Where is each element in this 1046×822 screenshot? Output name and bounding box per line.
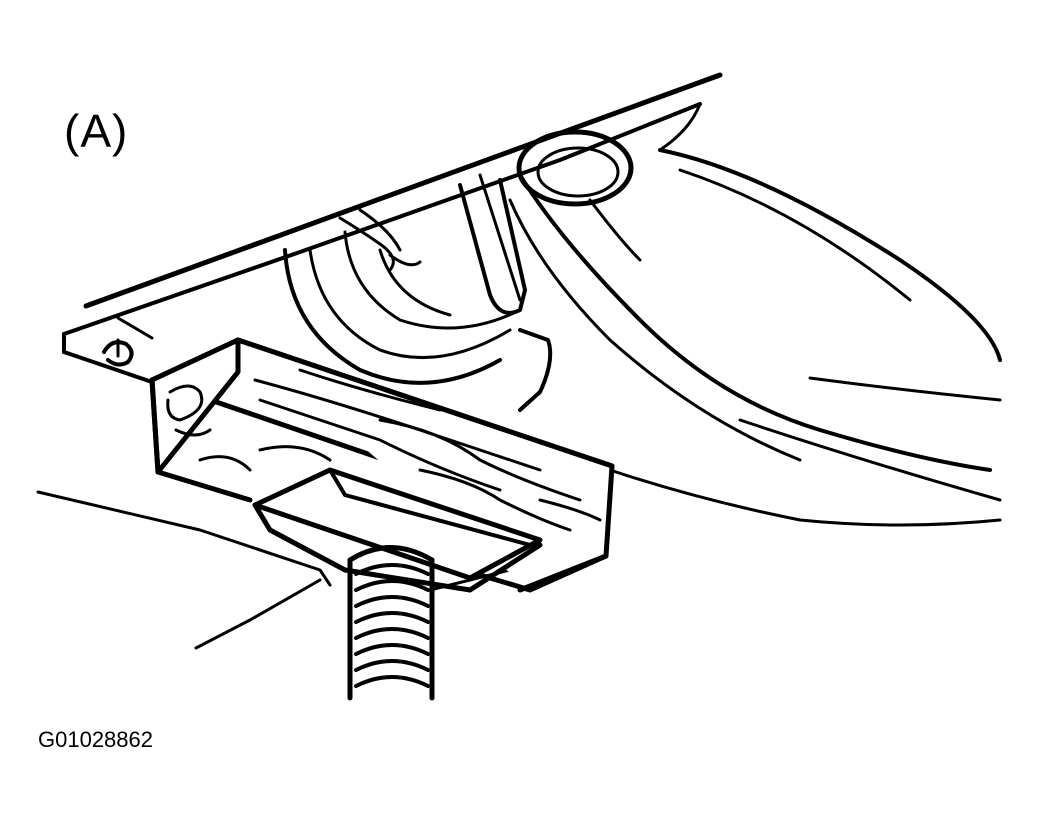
engine-mount-rings [283,230,553,412]
jack-screw [347,545,435,701]
tube-bracket [338,173,527,315]
vehicle-frame-rail [62,72,723,384]
jack-saddle [252,467,609,593]
wooden-block [149,337,615,593]
oil-pan-drain-fitting [516,129,634,207]
frame-clip-icon [102,338,134,367]
callout-label: (A) [64,105,129,157]
oil-pan-body [508,148,1002,502]
figure-code: G01028862 [38,727,153,752]
